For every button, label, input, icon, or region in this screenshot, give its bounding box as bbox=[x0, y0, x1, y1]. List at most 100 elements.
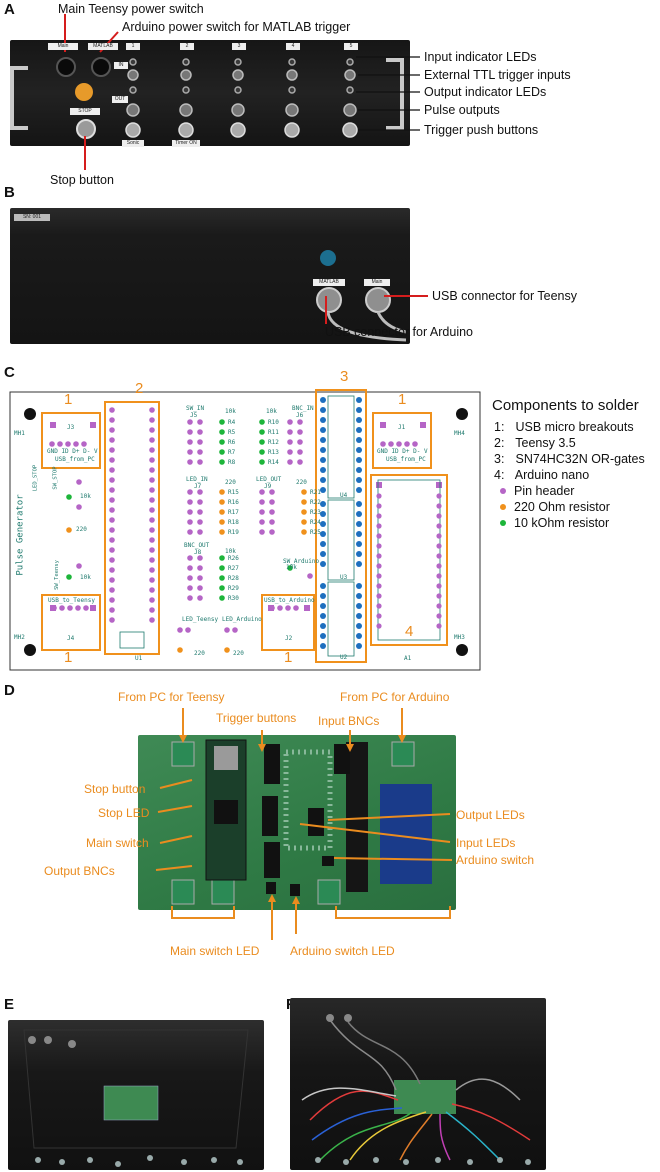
silk-usb-to-teensy: USB_to_Teensy bbox=[48, 597, 95, 604]
label-pulse-outputs: Pulse outputs bbox=[424, 103, 500, 117]
matlab-usb-tag: MATLAB bbox=[313, 279, 345, 286]
silk-r26: R26 bbox=[228, 555, 239, 562]
silk-r17: R17 bbox=[228, 509, 239, 516]
silk-j1: J1 bbox=[398, 424, 406, 431]
label-arduino-switch-pcb: Arduino switch bbox=[456, 853, 535, 867]
silk-led-out: LED_OUT bbox=[256, 476, 282, 483]
panel-letter-a: A bbox=[4, 1, 15, 18]
silk-10k-f: 10k bbox=[286, 564, 297, 571]
silk-usb-from-pc-left: USB_from_PC bbox=[55, 456, 95, 463]
silk-a1: A1 bbox=[404, 655, 412, 662]
sonic-tag: Sonic bbox=[122, 140, 144, 147]
board-number-4: 4 bbox=[405, 623, 414, 640]
in-tag: IN bbox=[114, 62, 128, 69]
panel-letter-b: B bbox=[4, 184, 15, 201]
silk-r25: R25 bbox=[310, 529, 321, 536]
resistor-10k-dot-icon bbox=[500, 520, 506, 527]
label-ttl-inputs: External TTL trigger inputs bbox=[424, 68, 571, 82]
silk-j7: J7 bbox=[194, 483, 202, 490]
main-usb-tag: Main bbox=[364, 279, 390, 286]
silk-r16: R16 bbox=[228, 499, 239, 506]
silk-220-d: 220 bbox=[194, 650, 205, 657]
label-usb-teensy: USB connector for Teensy bbox=[432, 289, 577, 303]
silk-r19: R19 bbox=[228, 529, 239, 536]
silk-mh4: MH4 bbox=[454, 430, 465, 437]
panel-letter-d: D bbox=[4, 682, 15, 699]
silk-sw-in: SW_IN bbox=[186, 405, 205, 412]
legend-pin-header: Pin header bbox=[494, 484, 574, 498]
channel-3-tag: 3 bbox=[232, 43, 246, 50]
board-number-1a: 1 bbox=[64, 391, 73, 408]
silk-r24: R24 bbox=[310, 519, 321, 526]
silk-j4: J4 bbox=[67, 635, 75, 642]
silk-mh1: MH1 bbox=[14, 430, 25, 437]
panel-letter-c: C bbox=[4, 364, 15, 381]
silk-sw-arduino: SW_Arduino bbox=[283, 558, 320, 565]
silk-r11: R11 bbox=[268, 429, 279, 436]
silk-r29: R29 bbox=[228, 585, 239, 592]
board-number-1c: 1 bbox=[64, 649, 73, 666]
label-push-buttons: Trigger push buttons bbox=[424, 123, 539, 137]
silk-r22: R22 bbox=[310, 499, 321, 506]
board-number-1d: 1 bbox=[284, 649, 293, 666]
silk-220-b: 220 bbox=[296, 479, 307, 486]
label-input-leds: Input indicator LEDs bbox=[424, 50, 537, 64]
silk-r12: R12 bbox=[268, 439, 279, 446]
silk-r10: R10 bbox=[268, 419, 279, 426]
silk-usb-from-pc-right: USB_from_PC bbox=[386, 456, 426, 463]
serial-tag: SN: 001 bbox=[14, 214, 50, 221]
silk-10k-a: 10k bbox=[225, 408, 236, 415]
channel-5-tag: 5 bbox=[344, 43, 358, 50]
silk-220-a: 220 bbox=[225, 479, 236, 486]
board-number-2: 2 bbox=[135, 380, 144, 397]
legend-item-3: 3: SN74HC32N OR-gates bbox=[494, 452, 645, 466]
label-trigger-buttons: Trigger buttons bbox=[216, 711, 297, 725]
silk-r13: R13 bbox=[268, 449, 279, 456]
silk-r18: R18 bbox=[228, 519, 239, 526]
silk-220-c: 220 bbox=[76, 526, 87, 533]
silk-bnc-out: BNC_OUT bbox=[184, 542, 210, 549]
label-arduino-switch: Arduino power switch for MATLAB trigger bbox=[122, 20, 351, 34]
silk-r27: R27 bbox=[228, 565, 239, 572]
silk-r23: R23 bbox=[310, 509, 321, 516]
panel-letter-e: E bbox=[4, 996, 15, 1013]
legend-item-4: 4: Arduino nano bbox=[494, 468, 590, 482]
silk-u1: U1 bbox=[135, 655, 143, 662]
silk-led-teensy: LED_Teensy bbox=[182, 616, 219, 623]
silk-10k-d: 10k bbox=[80, 493, 91, 500]
silk-gnd-row-left: GND ID D+ D- V bbox=[47, 448, 98, 455]
legend-10k-resistor: 10 kOhm resistor bbox=[494, 516, 609, 530]
silk-r15: R15 bbox=[228, 489, 239, 496]
silk-r30: R30 bbox=[228, 595, 239, 602]
legend-220-resistor: 220 Ohm resistor bbox=[494, 500, 610, 514]
silk-r28: R28 bbox=[228, 575, 239, 582]
pin-header-dot-icon bbox=[500, 488, 506, 495]
silk-led-in: LED_IN bbox=[186, 476, 208, 483]
silk-j2: J2 bbox=[285, 635, 293, 642]
label-input-leds-pcb: Input LEDs bbox=[456, 836, 516, 850]
silk-u2: U2 bbox=[340, 654, 348, 661]
silk-mh2: MH2 bbox=[14, 634, 25, 641]
silk-j8: J8 bbox=[194, 549, 202, 556]
label-usb-arduino: USB connector for Arduino bbox=[325, 325, 473, 339]
label-main-switch: Main switch bbox=[86, 836, 149, 850]
timer-tag: Timer ON bbox=[172, 140, 200, 147]
silk-r4: R4 bbox=[228, 419, 236, 426]
silk-r8: R8 bbox=[228, 459, 236, 466]
legend-title: Components to solder bbox=[492, 397, 639, 414]
label-main-switch-led: Main switch LED bbox=[170, 944, 260, 958]
silk-u3: U3 bbox=[340, 574, 348, 581]
silk-mh3: MH3 bbox=[454, 634, 465, 641]
silk-u4: U4 bbox=[340, 492, 348, 499]
channel-2-tag: 2 bbox=[180, 43, 194, 50]
channel-1-tag: 1 bbox=[126, 43, 140, 50]
silk-10k-e: 10k bbox=[80, 574, 91, 581]
label-input-bncs: Input BNCs bbox=[318, 714, 380, 728]
label-stop-button: Stop button bbox=[50, 173, 114, 187]
silk-10k-b: 10k bbox=[266, 408, 277, 415]
board-number-3: 3 bbox=[340, 368, 349, 385]
